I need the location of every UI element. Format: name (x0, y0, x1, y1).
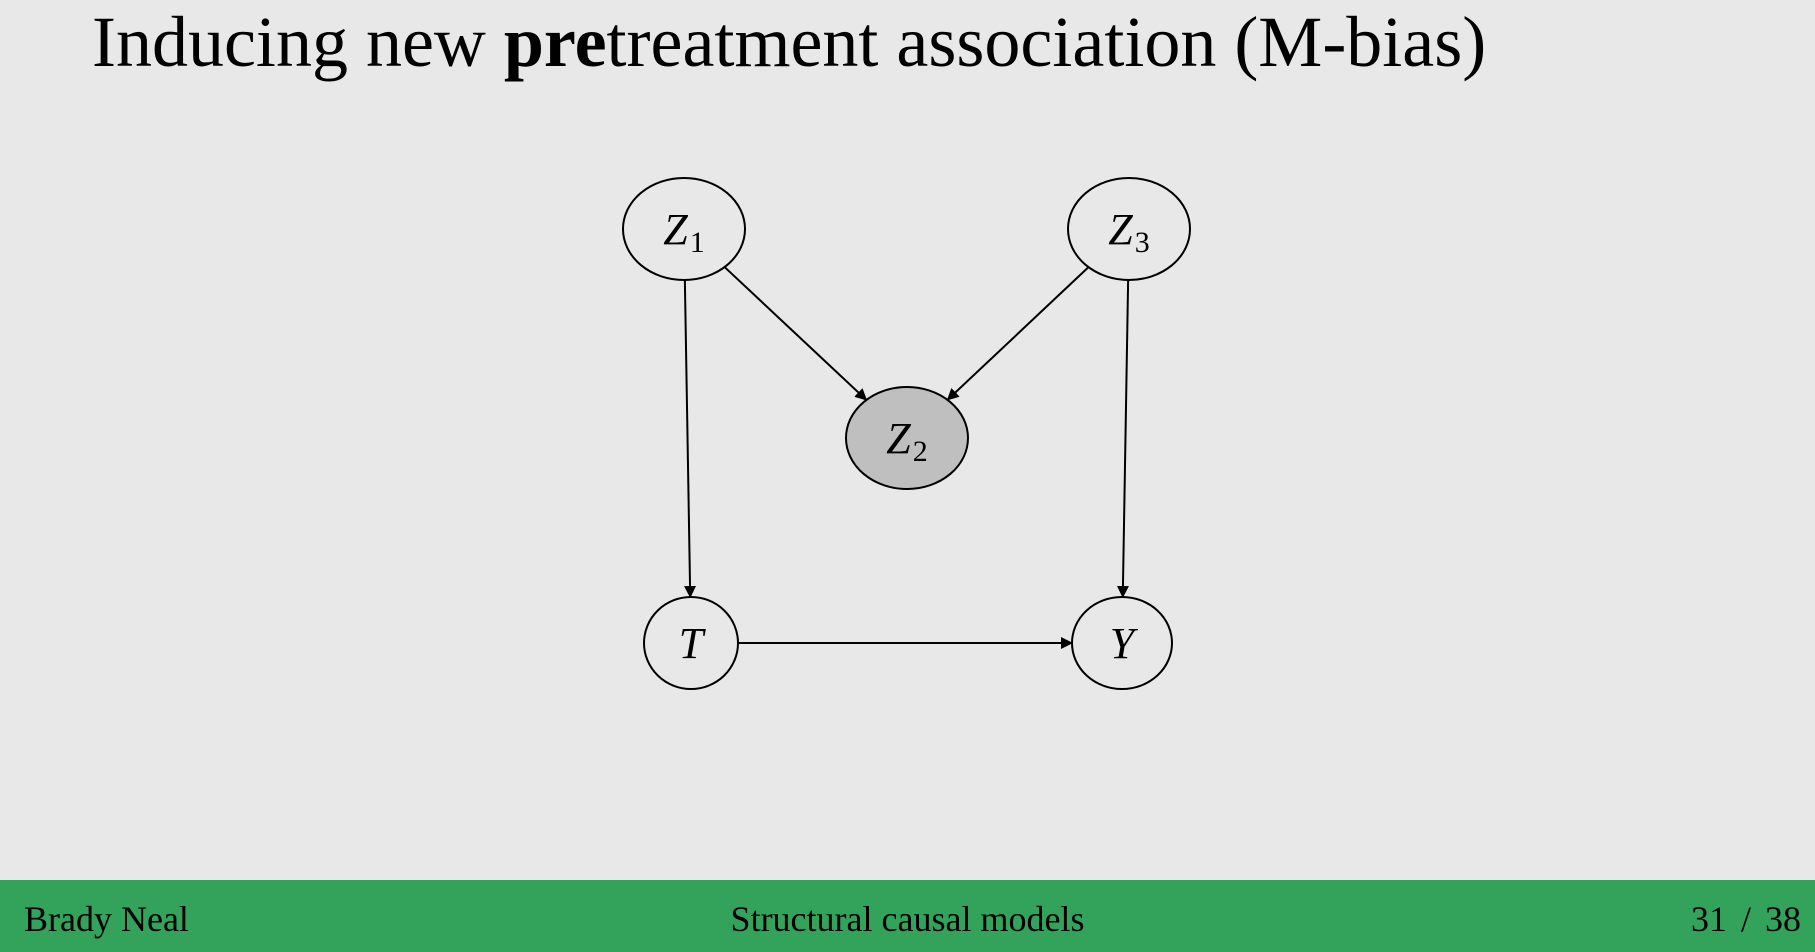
node-z2: Z2 (845, 386, 969, 490)
title-suffix: treatment association (M-bias) (606, 2, 1487, 82)
node-z3-label: Z3 (1108, 205, 1149, 259)
page-separator: / (1740, 899, 1751, 939)
footer-page-number: 31 / 38 (1691, 898, 1801, 940)
node-t: T (643, 596, 739, 690)
node-y-label: Y (1110, 619, 1139, 668)
title-prefix: Inducing new (92, 2, 504, 82)
node-z3: Z3 (1067, 177, 1191, 281)
title-emphasis: pre (503, 2, 607, 82)
node-z1-ellipse (622, 177, 746, 281)
edge-z1-to-t (683, 279, 697, 599)
page-current: 31 (1690, 899, 1727, 939)
footer-bar: Brady Neal Structural causal models 31/3… (0, 880, 1815, 952)
page-total: 38 (1765, 899, 1801, 939)
node-z2-ellipse (845, 386, 969, 490)
node-y: Y (1071, 596, 1173, 690)
edge-z3-to-z2 (946, 266, 1090, 401)
node-z3-ellipse (1067, 177, 1191, 281)
node-z1-label: Z1 (663, 205, 704, 259)
node-z1: Z1 (622, 177, 746, 281)
node-z2-label: Z2 (886, 414, 927, 468)
node-y-ellipse (1071, 596, 1173, 690)
edge-z3-to-y (1116, 279, 1130, 599)
node-t-ellipse (643, 596, 739, 690)
node-t-label: T (679, 619, 707, 668)
edge-z1-to-z2 (723, 266, 868, 401)
slide-title: Inducing new pretreatment association (M… (92, 0, 1486, 90)
edges-layer (683, 266, 1130, 649)
footer-short-title: Structural causal models (730, 899, 1085, 939)
footer-author: Brady Neal (24, 899, 189, 939)
